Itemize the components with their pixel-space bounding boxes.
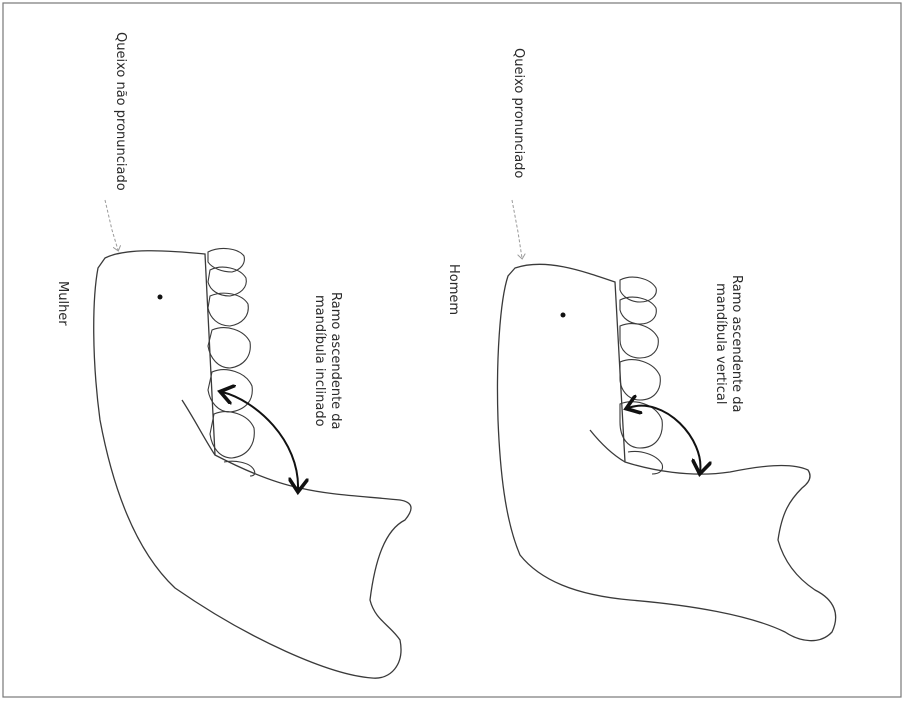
woman-mandible — [94, 251, 411, 678]
man-angle-arrow — [628, 406, 700, 472]
woman-teeth — [208, 249, 255, 476]
man-mandible — [497, 264, 835, 640]
man-ramus-label: Ramo ascendente da mandíbula vertical — [712, 275, 744, 413]
woman-ramus-notch — [182, 400, 215, 455]
man-teeth — [620, 277, 663, 474]
woman-ramus-label-line1: Ramo ascendente da — [327, 292, 343, 430]
man-label: Homem — [445, 264, 461, 315]
woman-foramen-dot — [158, 295, 163, 300]
woman-ramus-label: Ramo ascendente da mandíbula inclinado — [311, 292, 343, 430]
man-foramen-dot — [561, 313, 566, 318]
woman-ramus-label-line2: mandíbula inclinado — [311, 292, 327, 430]
man-ramus-notch — [590, 430, 625, 462]
page-border — [3, 3, 901, 697]
man-ramus-label-line1: Ramo ascendente da — [728, 275, 744, 413]
man-ramus-label-line2: mandíbula vertical — [712, 275, 728, 413]
man-chin-leader — [512, 200, 522, 258]
man-jaw-outline — [497, 264, 835, 640]
woman-label: Mulher — [54, 281, 70, 326]
woman-chin-leader — [105, 200, 118, 250]
woman-jaw-outline — [94, 251, 411, 678]
man-chin-label: Queixo pronunciado — [510, 48, 526, 178]
woman-chin-label: Queixo não pronunciado — [112, 32, 128, 191]
